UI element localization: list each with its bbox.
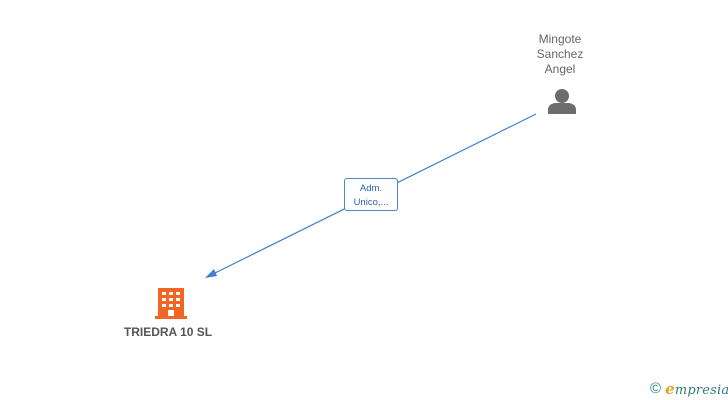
- brand-rest: mpresia: [674, 383, 728, 398]
- person-icon[interactable]: [548, 89, 576, 114]
- building-icon[interactable]: [155, 288, 187, 319]
- person-name-line: Sanchez: [536, 47, 584, 61]
- arrowhead-icon: [205, 269, 217, 278]
- person-name-line: Angel: [544, 62, 576, 76]
- role-label[interactable]: Adm. Unico,...: [344, 178, 398, 211]
- brand-initial: e: [665, 380, 675, 398]
- copyright-icon: ©: [650, 380, 662, 397]
- company-name[interactable]: TRIEDRA 10 SL: [123, 325, 213, 339]
- role-label-line: Adm.: [359, 183, 383, 194]
- empresia-logo[interactable]: empresia: [665, 380, 728, 398]
- person-name[interactable]: Mingote Sanchez Angel: [520, 32, 600, 77]
- footer-brand: © empresia: [650, 379, 728, 399]
- person-name-line: Mingote: [538, 32, 582, 46]
- role-label-line: Unico,...: [353, 197, 389, 208]
